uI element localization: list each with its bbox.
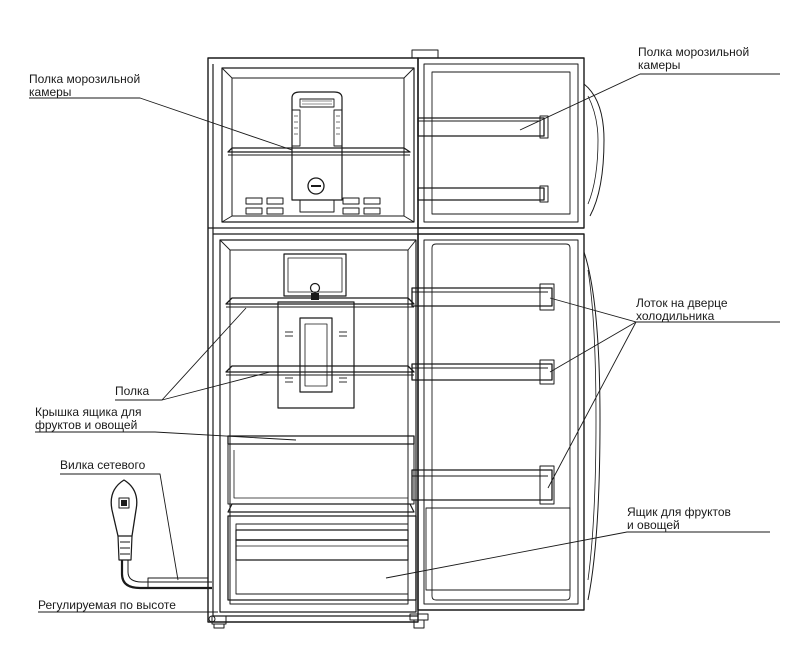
leader-lines	[29, 73, 780, 613]
label-line: камеры	[638, 58, 681, 72]
label-line: и овощей	[627, 518, 680, 532]
label-line: Ящик для фруктов	[627, 505, 731, 519]
label-line: Полка морозильной	[638, 45, 750, 59]
freezer-vents	[245, 197, 381, 215]
fridge-shelf-1	[225, 297, 415, 308]
label-freezer-shelf-right: Полка морозильной камеры	[638, 46, 749, 72]
label-line: Полка морозильной	[29, 72, 141, 86]
label-height-adjustable: Регулируемая по высоте	[38, 599, 176, 612]
label-line: камеры	[29, 85, 72, 99]
fridge-door	[411, 233, 601, 611]
fridge-air-duct	[277, 253, 355, 409]
freezer-air-duct	[291, 91, 343, 213]
label-power-plug: Вилка сетевого	[60, 459, 145, 472]
label-line: фруктов и овощей	[35, 418, 138, 432]
label-door-tray: Лоток на дверце холодильника	[636, 297, 728, 323]
label-line: холодильника	[636, 309, 715, 323]
label-line: Лоток на дверце	[636, 296, 728, 310]
crisper-drawer	[227, 515, 417, 601]
label-freezer-shelf-left: Полка морозильной камеры	[29, 73, 140, 99]
label-crisper-drawer: Ящик для фруктов и овощей	[627, 506, 731, 532]
freezer-door	[417, 57, 605, 229]
label-line: Регулируемая по высоте	[38, 598, 176, 612]
cabinet-body	[207, 49, 439, 629]
power-plug	[110, 479, 212, 590]
freezer-compartment	[221, 67, 415, 223]
fridge-shelf-2	[225, 365, 415, 376]
label-shelf: Полка	[115, 385, 149, 398]
label-line: Вилка сетевого	[60, 458, 146, 472]
label-line: Крышка ящика для	[35, 405, 142, 419]
label-line: Полка	[115, 384, 150, 398]
label-crisper-cover: Крышка ящика для фруктов и овощей	[35, 406, 142, 432]
fridge-compartment	[219, 239, 417, 613]
freezer-shelf	[227, 147, 411, 156]
crisper-cover	[227, 435, 415, 513]
